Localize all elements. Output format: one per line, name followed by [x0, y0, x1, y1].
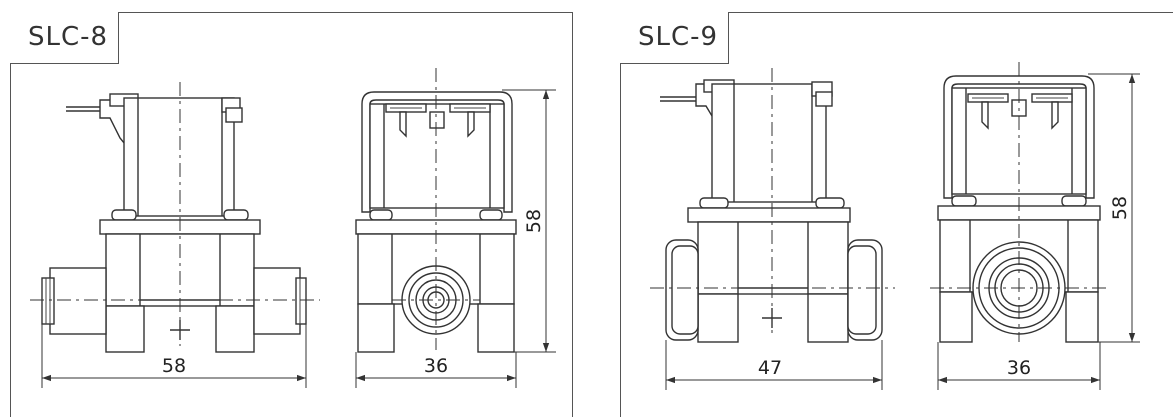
dimension-side-width: 36	[424, 355, 448, 377]
dimension-front-width: 58	[162, 355, 186, 377]
slc-9-side-view: 36 58	[930, 62, 1140, 390]
slc-8-panel: SLC-8	[10, 12, 573, 417]
dimension-side-width: 36	[1007, 357, 1031, 379]
dimension-front-width: 47	[758, 357, 782, 379]
dimension-height: 58	[523, 209, 545, 233]
dimension-height: 58	[1109, 196, 1131, 220]
slc-8-front-view: 58	[30, 82, 320, 388]
model-label: SLC-8	[10, 12, 120, 64]
slc-8-side-view: 36 58	[355, 68, 556, 388]
model-label: SLC-9	[620, 12, 730, 64]
slc-9-front-view: 47	[650, 68, 895, 390]
